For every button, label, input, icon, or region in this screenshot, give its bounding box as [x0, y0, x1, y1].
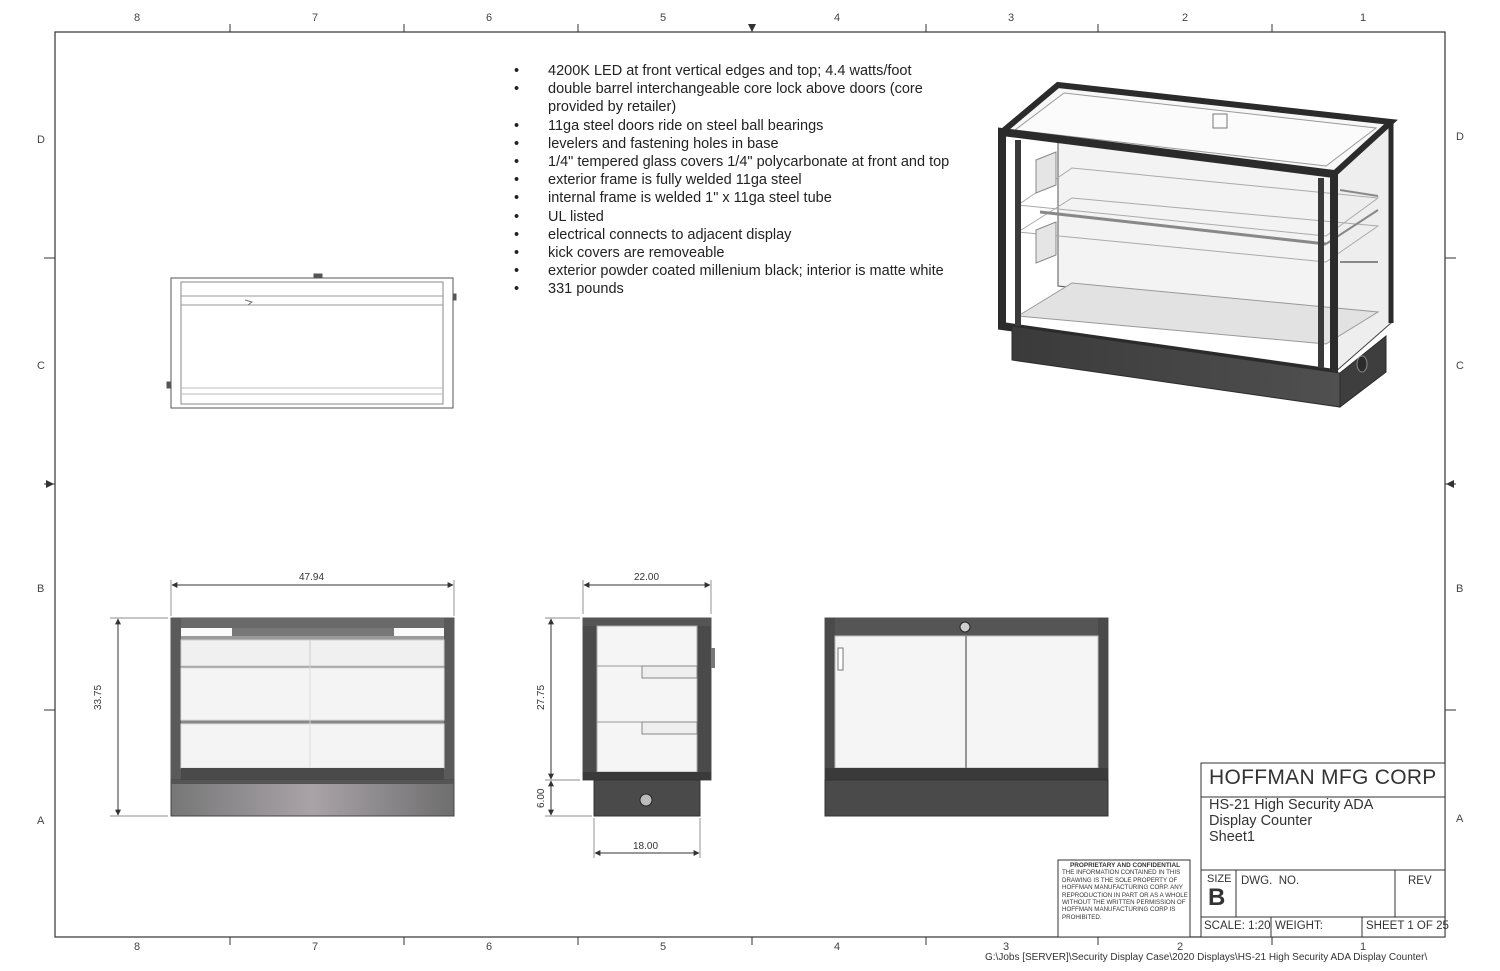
sheet-field: SHEET 1 OF 25	[1366, 920, 1449, 932]
back-view	[824, 617, 1109, 817]
confidential-body: THE INFORMATION CONTAINED IN THIS DRAWIN…	[1062, 869, 1188, 921]
zone-col-bottom-4: 4	[834, 941, 841, 953]
zone-col-top-1: 1	[1360, 12, 1367, 24]
top-view	[166, 273, 457, 409]
front-view	[110, 580, 455, 817]
spec-note: double barrel interchangeable core lock …	[510, 80, 970, 116]
spec-note: internal frame is welded 1" x 11ga steel…	[510, 189, 970, 207]
zone-row-left-a: A	[37, 815, 45, 827]
drawing-title-line1: HS-21 High Security ADA	[1209, 797, 1374, 813]
dim-side-upper-height: 27.75	[536, 684, 547, 710]
drawing-title-line2: Display Counter	[1209, 813, 1313, 829]
zone-col-top-6: 6	[486, 12, 493, 24]
drawing-title-line3: Sheet1	[1209, 829, 1255, 845]
zone-row-right-d: D	[1456, 131, 1464, 143]
spec-note: exterior powder coated millenium black; …	[510, 262, 970, 280]
size-value: B	[1208, 884, 1226, 911]
zone-col-bottom-8: 8	[134, 941, 141, 953]
confidential-notice: PROPRIETARY AND CONFIDENTIAL THE INFORMA…	[1062, 862, 1188, 921]
title-block	[1057, 762, 1446, 938]
spec-note: electrical connects to adjacent display	[510, 226, 970, 244]
spec-note: levelers and fastening holes in base	[510, 135, 970, 153]
spec-note: 331 pounds	[510, 280, 970, 298]
dim-side-base-height: 6.00	[536, 788, 547, 808]
spec-note: 1/4" tempered glass covers 1/4" polycarb…	[510, 153, 970, 171]
zone-col-bottom-5: 5	[660, 941, 667, 953]
scale-field: SCALE: 1:20	[1204, 920, 1271, 932]
zone-col-top-7: 7	[312, 12, 319, 24]
zone-col-bottom-6: 6	[486, 941, 493, 953]
file-path: G:\Jobs [SERVER]\Security Display Case\2…	[985, 952, 1428, 963]
dim-side-depth: 22.00	[634, 572, 660, 583]
zone-col-top-2: 2	[1182, 12, 1189, 24]
confidential-heading: PROPRIETARY AND CONFIDENTIAL	[1069, 862, 1181, 869]
rev-label: REV	[1408, 875, 1432, 887]
dim-side-base-depth: 18.00	[633, 841, 659, 852]
zone-row-left-d: D	[37, 134, 45, 146]
dim-front-height: 33.75	[93, 684, 104, 710]
zone-col-bottom-7: 7	[312, 941, 319, 953]
spec-notes-list: 4200K LED at front vertical edges and to…	[510, 62, 970, 299]
zone-col-top-3: 3	[1008, 12, 1015, 24]
dim-front-width: 47.94	[299, 572, 325, 583]
spec-note: 11ga steel doors ride on steel ball bear…	[510, 117, 970, 135]
isometric-view	[998, 81, 1398, 409]
spec-note: exterior frame is fully welded 11ga stee…	[510, 171, 970, 189]
weight-field: WEIGHT:	[1275, 920, 1323, 932]
dwg-no-label: DWG. NO.	[1241, 875, 1300, 887]
zone-row-right-b: B	[1456, 583, 1464, 595]
side-view	[545, 580, 715, 858]
spec-note: kick covers are removeable	[510, 244, 970, 262]
zone-row-left-b: B	[37, 583, 45, 595]
size-label: SIZE	[1207, 873, 1232, 885]
spec-note: UL listed	[510, 208, 970, 226]
zone-row-right-a: A	[1456, 813, 1464, 825]
zone-col-bottom-3: 3	[1003, 941, 1010, 953]
zone-col-top-8: 8	[134, 12, 141, 24]
zone-col-bottom-1: 1	[1360, 941, 1367, 953]
zone-row-right-c: C	[1456, 360, 1464, 372]
spec-note: 4200K LED at front vertical edges and to…	[510, 62, 970, 80]
zone-col-bottom-2: 2	[1177, 941, 1184, 953]
zone-col-top-5: 5	[660, 12, 667, 24]
company-name: HOFFMAN MFG CORP	[1209, 766, 1437, 789]
zone-col-top-4: 4	[834, 12, 841, 24]
zone-row-left-c: C	[37, 360, 45, 372]
